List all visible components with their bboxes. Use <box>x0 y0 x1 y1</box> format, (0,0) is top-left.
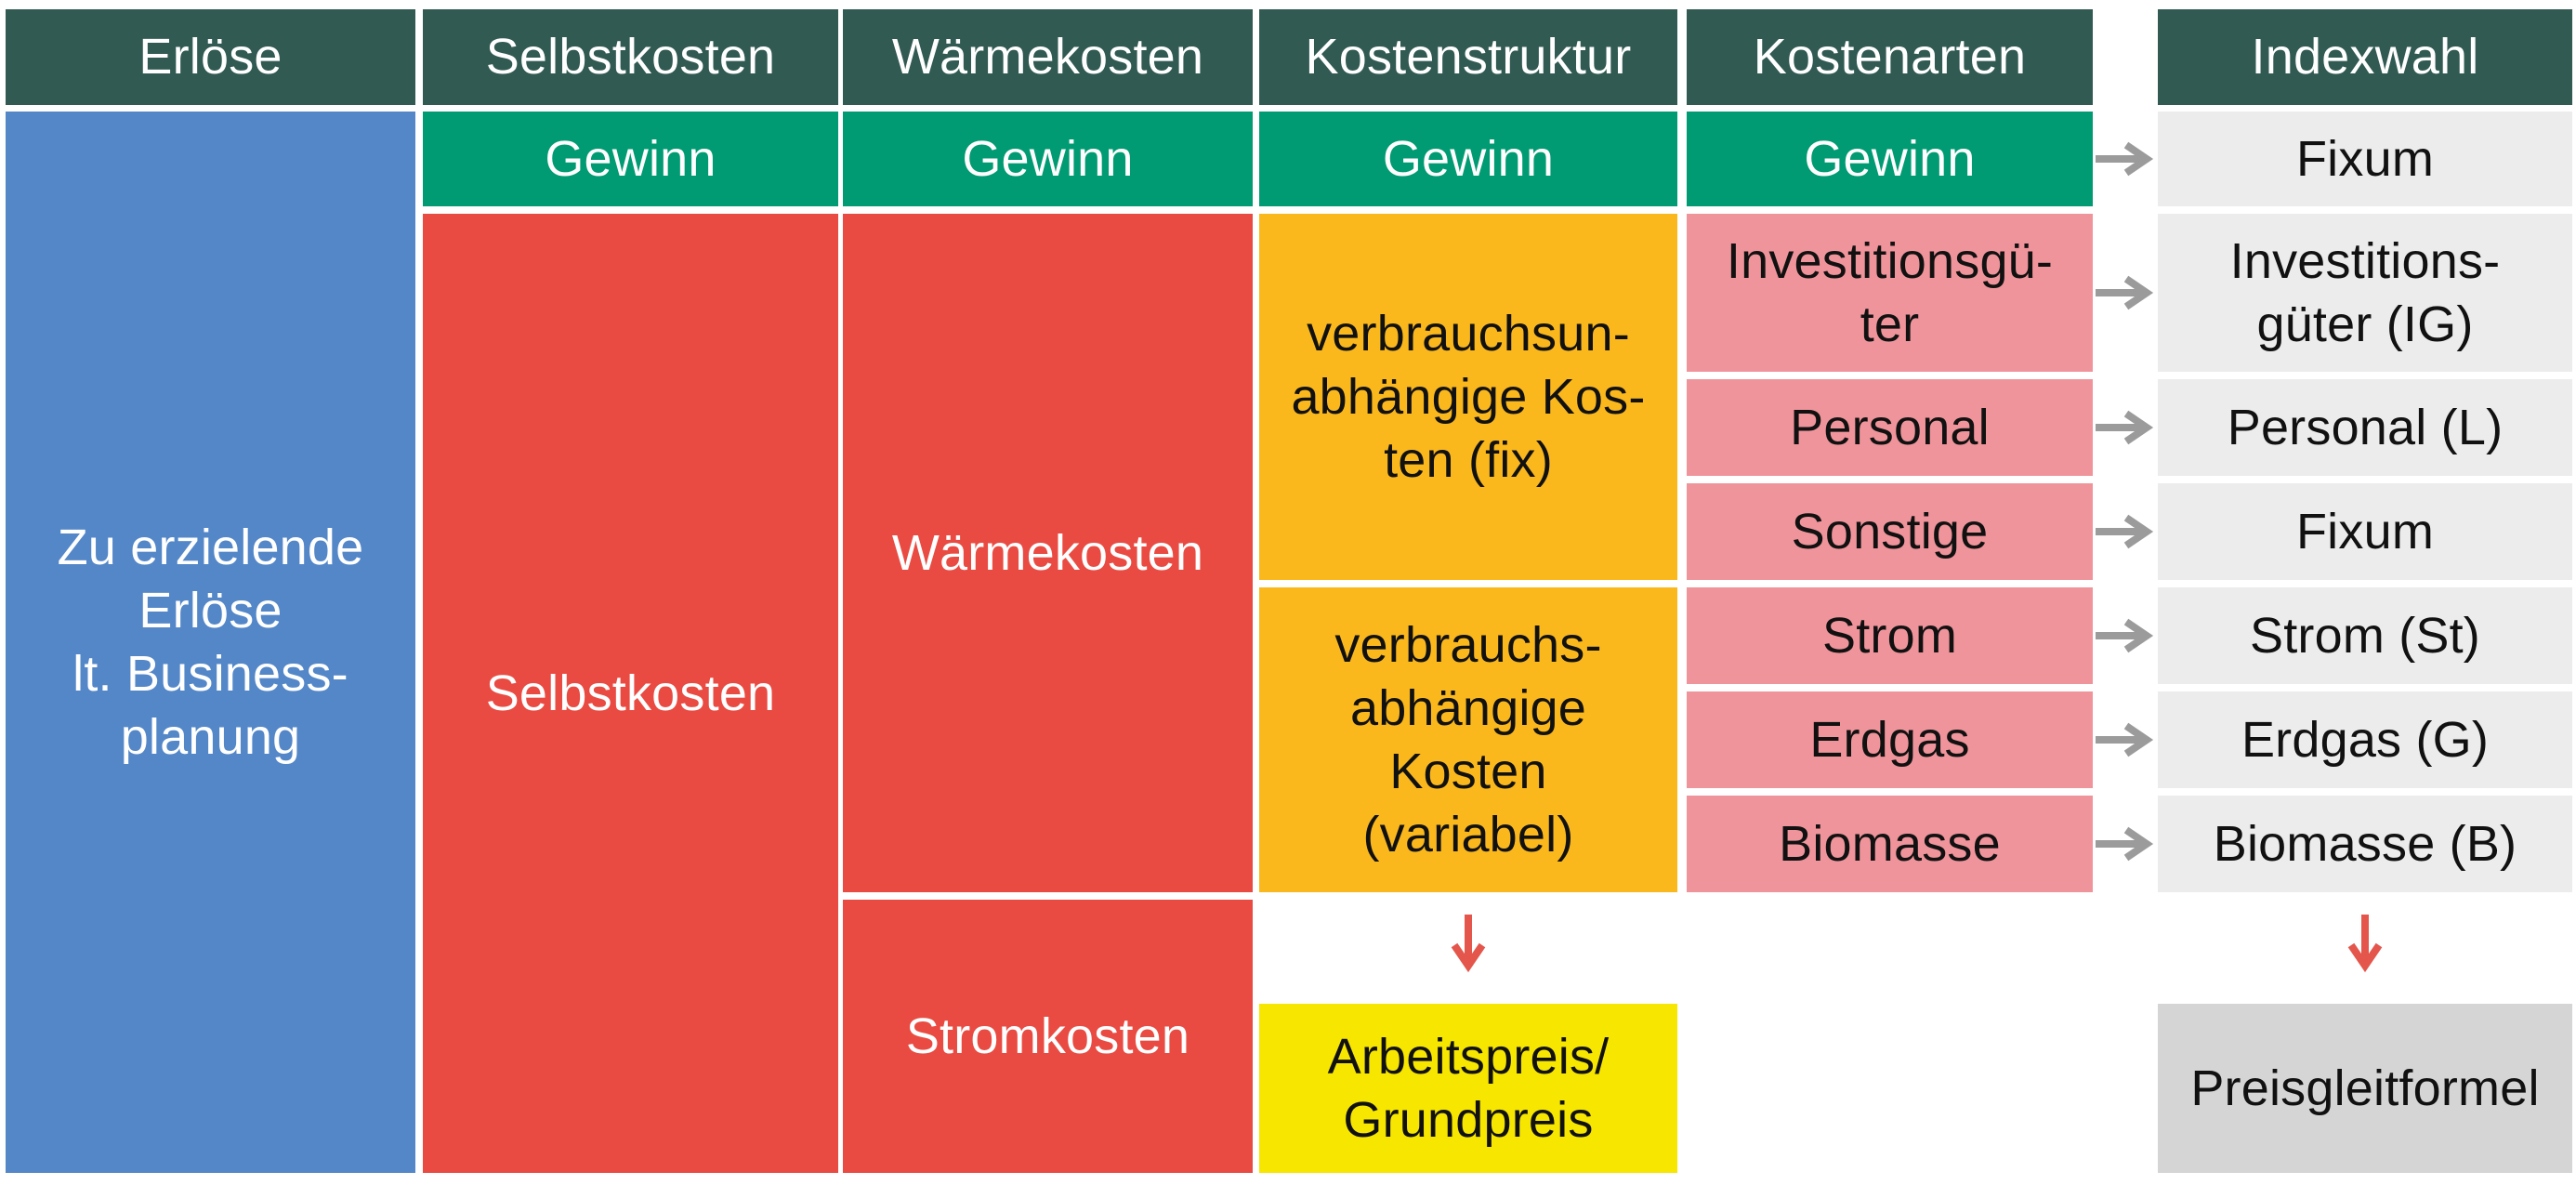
block-revenue: Zu erzielende Erlöse lt. Business- planu… <box>6 112 415 1173</box>
kostenarten-row-sonstige: Sonstige <box>1687 483 2093 580</box>
block-waermekosten: Wärmekosten <box>843 214 1253 892</box>
block-gewinn-kostenarten: Gewinn <box>1687 112 2093 206</box>
block-selbstkosten: Selbstkosten <box>423 214 838 1173</box>
block-fixkosten: verbrauchsun- abhängige Kos- ten (fix) <box>1259 214 1677 580</box>
indexwahl-row-biomasse: Biomasse (B) <box>2158 796 2572 892</box>
arrow-right-icon <box>2095 511 2154 552</box>
block-preisgleitformel: Preisgleitformel <box>2158 1004 2572 1173</box>
block-variablekosten: verbrauchs- abhängige Kosten (variabel) <box>1259 587 1677 892</box>
arrow-down-icon <box>1448 914 1489 973</box>
arrow-right-icon <box>2095 615 2154 656</box>
column-header-kostenstruktur: Kostenstruktur <box>1259 9 1677 105</box>
arrow-right-icon <box>2095 407 2154 448</box>
arrow-right-icon <box>2095 272 2154 313</box>
column-header-erloese: Erlöse <box>6 9 415 105</box>
block-gewinn-selbstkosten: Gewinn <box>423 112 838 206</box>
column-header-indexwahl: Indexwahl <box>2158 9 2572 105</box>
block-stromkosten: Stromkosten <box>843 900 1253 1173</box>
block-gewinn-waermekosten: Gewinn <box>843 112 1253 206</box>
block-arbeitspreis-grundpreis: Arbeitspreis/ Grundpreis <box>1259 1004 1677 1173</box>
kostenarten-row-biomasse: Biomasse <box>1687 796 2093 892</box>
block-gewinn-kostenstruktur: Gewinn <box>1259 112 1677 206</box>
indexwahl-row-strom: Strom (St) <box>2158 587 2572 684</box>
indexwahl-row-fixum-sonstige: Fixum <box>2158 483 2572 580</box>
column-header-selbstkosten: Selbstkosten <box>423 9 838 105</box>
indexwahl-row-investitionsgueter: Investitions- güter (IG) <box>2158 214 2572 372</box>
indexwahl-row-erdgas: Erdgas (G) <box>2158 691 2572 788</box>
arrow-right-icon <box>2095 138 2154 179</box>
column-header-waermekosten: Wärmekosten <box>843 9 1253 105</box>
indexwahl-row-fixum-gewinn: Fixum <box>2158 112 2572 206</box>
arrow-right-icon <box>2095 719 2154 760</box>
indexwahl-row-personal: Personal (L) <box>2158 379 2572 476</box>
arrow-down-icon <box>2345 914 2385 973</box>
column-header-kostenarten: Kostenarten <box>1687 9 2093 105</box>
arrow-right-icon <box>2095 823 2154 864</box>
kostenarten-row-erdgas: Erdgas <box>1687 691 2093 788</box>
kostenarten-row-strom: Strom <box>1687 587 2093 684</box>
kostenarten-row-investitionsgueter: Investitionsgü- ter <box>1687 214 2093 372</box>
kostenarten-row-personal: Personal <box>1687 379 2093 476</box>
